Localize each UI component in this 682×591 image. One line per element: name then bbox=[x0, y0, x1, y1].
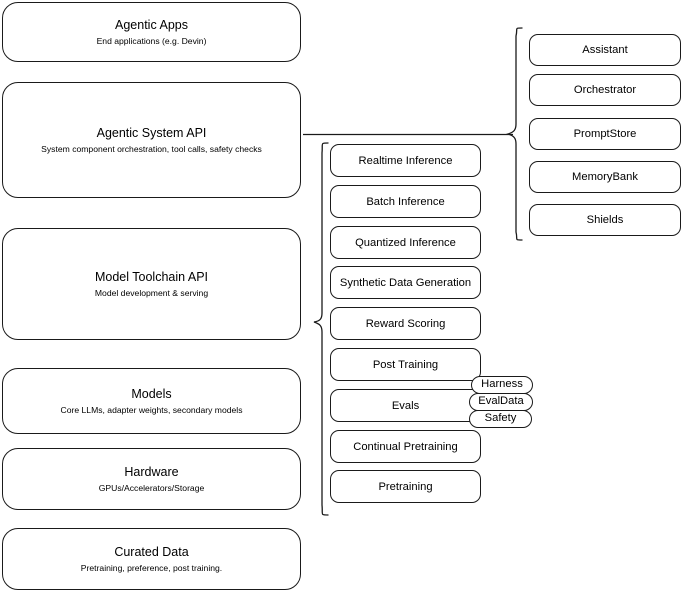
component-label: PromptStore bbox=[573, 128, 637, 140]
capability-label: Post Training bbox=[372, 358, 439, 371]
capability-realtime-inference[interactable]: Realtime Inference bbox=[330, 144, 481, 177]
eval-badge-evaldata[interactable]: EvalData bbox=[469, 393, 533, 411]
layer-title: Curated Data bbox=[114, 545, 189, 559]
capability-label: Reward Scoring bbox=[365, 317, 446, 330]
component-memorybank[interactable]: MemoryBank bbox=[529, 161, 681, 193]
capability-quantized-inference[interactable]: Quantized Inference bbox=[330, 226, 481, 259]
stack-layer-model-toolchain-api[interactable]: Model Toolchain API Model development & … bbox=[2, 228, 301, 340]
capability-evals[interactable]: Evals bbox=[330, 389, 481, 422]
stack-layer-models[interactable]: Models Core LLMs, adapter weights, secon… bbox=[2, 368, 301, 434]
layer-title: Agentic System API bbox=[96, 126, 207, 140]
capability-label: Continual Pretraining bbox=[353, 440, 458, 453]
component-label: Shields bbox=[586, 214, 624, 226]
agentic-system-api-to-components-line bbox=[303, 133, 513, 136]
capability-post-training[interactable]: Post Training bbox=[330, 348, 481, 381]
component-promptstore[interactable]: PromptStore bbox=[529, 118, 681, 150]
layer-title: Models bbox=[131, 387, 172, 401]
stack-layer-curated-data[interactable]: Curated Data Pretraining, preference, po… bbox=[2, 528, 301, 590]
component-assistant[interactable]: Assistant bbox=[529, 34, 681, 66]
eval-badge-harness[interactable]: Harness bbox=[471, 376, 533, 394]
capability-label: Realtime Inference bbox=[358, 154, 453, 167]
stack-layer-agentic-apps[interactable]: Agentic Apps End applications (e.g. Devi… bbox=[2, 2, 301, 62]
layer-subtitle: Pretraining, preference, post training. bbox=[80, 563, 223, 573]
capability-label: Pretraining bbox=[378, 480, 433, 493]
capability-label: Evals bbox=[391, 399, 420, 412]
capability-pretraining[interactable]: Pretraining bbox=[330, 470, 481, 503]
right-curly-brace bbox=[504, 26, 526, 244]
capability-label: Batch Inference bbox=[366, 195, 445, 208]
capability-synthetic-data-generation[interactable]: Synthetic Data Generation bbox=[330, 266, 481, 299]
middle-curly-brace bbox=[310, 141, 332, 519]
layer-title: Hardware bbox=[124, 465, 179, 479]
capability-label: Synthetic Data Generation bbox=[339, 276, 472, 289]
component-label: Orchestrator bbox=[573, 84, 637, 96]
stack-layer-agentic-system-api[interactable]: Agentic System API System component orch… bbox=[2, 82, 301, 198]
capability-label: Quantized Inference bbox=[355, 236, 456, 249]
layer-subtitle: System component orchestration, tool cal… bbox=[41, 144, 262, 154]
layer-title: Agentic Apps bbox=[115, 18, 188, 32]
component-label: Assistant bbox=[582, 44, 628, 56]
layer-subtitle: GPUs/Accelerators/Storage bbox=[98, 483, 205, 493]
capability-batch-inference[interactable]: Batch Inference bbox=[330, 185, 481, 218]
layer-title: Model Toolchain API bbox=[94, 270, 209, 284]
stack-layer-hardware[interactable]: Hardware GPUs/Accelerators/Storage bbox=[2, 448, 301, 510]
layer-subtitle: Core LLMs, adapter weights, secondary mo… bbox=[60, 405, 243, 415]
component-orchestrator[interactable]: Orchestrator bbox=[529, 74, 681, 106]
eval-badge-safety[interactable]: Safety bbox=[469, 410, 532, 428]
capability-continual-pretraining[interactable]: Continual Pretraining bbox=[330, 430, 481, 463]
capability-reward-scoring[interactable]: Reward Scoring bbox=[330, 307, 481, 340]
component-label: MemoryBank bbox=[572, 171, 638, 183]
layer-subtitle: End applications (e.g. Devin) bbox=[96, 36, 207, 46]
layer-subtitle: Model development & serving bbox=[94, 288, 209, 298]
component-shields[interactable]: Shields bbox=[529, 204, 681, 236]
